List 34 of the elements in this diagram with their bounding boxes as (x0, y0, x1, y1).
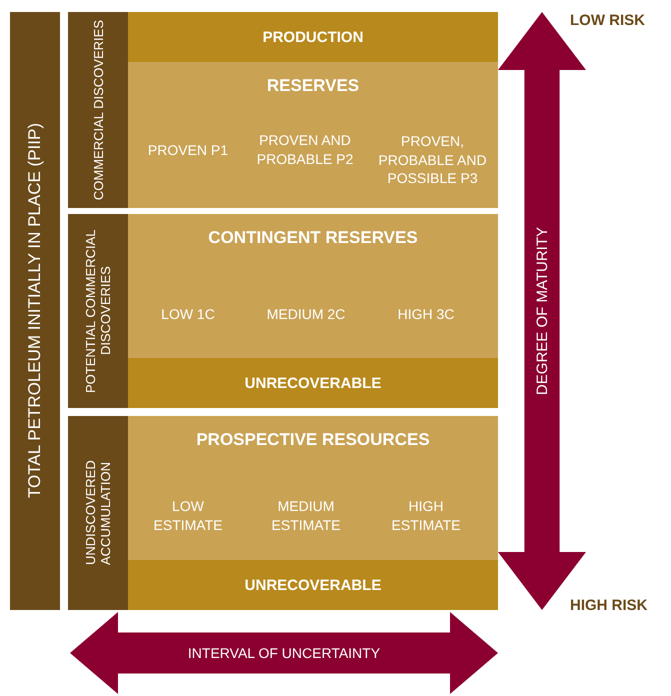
category-bar (128, 12, 498, 62)
side-band (68, 214, 128, 408)
scale-end-label: HIGH RISK (570, 597, 648, 614)
category-label: HIGH 3C (376, 292, 476, 336)
scale-end-label: LOW RISK (570, 12, 645, 29)
panel-title: PROSPECTIVE RESOURCES (195, 430, 431, 450)
arrow-label: INTERVAL OF UNCERTAINTY (188, 645, 380, 661)
category-label: PROVEN AND PROBABLE P2 (245, 120, 365, 180)
class-panel (128, 62, 498, 208)
category-label: LOW ESTIMATE (138, 494, 238, 538)
band-title: UNDISCOVERED ACCUMULATION (83, 460, 113, 568)
category-bar (128, 560, 498, 610)
class-panel (128, 416, 498, 560)
category-label: LOW 1C (138, 292, 238, 336)
category-title: UNRECOVERABLE (244, 374, 382, 392)
category-label: HIGH ESTIMATE (376, 494, 476, 538)
arrow-label: DEGREE OF MATURITY (534, 226, 550, 396)
category-bar (128, 358, 498, 408)
side-band (68, 416, 128, 610)
panel-title: CONTINGENT RESERVES (207, 228, 419, 248)
category-label: MEDIUM 2C (256, 292, 356, 336)
band-title: COMMERCIAL DISCOVERIES (90, 20, 106, 200)
category-title: UNRECOVERABLE (244, 576, 382, 594)
side-band (10, 12, 60, 610)
panel-title: RESERVES (266, 76, 360, 96)
double-arrow (70, 612, 498, 694)
category-label: MEDIUM ESTIMATE (256, 494, 356, 538)
band-title: TOTAL PETROLEUM INITIALLY IN PLACE (PIIP) (25, 123, 45, 499)
category-label: PROVEN, PROBABLE AND POSSIBLE P3 (370, 120, 495, 200)
category-label: PROVEN P1 (138, 120, 238, 180)
side-band (68, 12, 128, 208)
category-title: PRODUCTION (262, 28, 364, 46)
class-panel (128, 214, 498, 358)
band-title: POTENTIAL COMMERCIAL DISCOVERIES (83, 228, 113, 395)
